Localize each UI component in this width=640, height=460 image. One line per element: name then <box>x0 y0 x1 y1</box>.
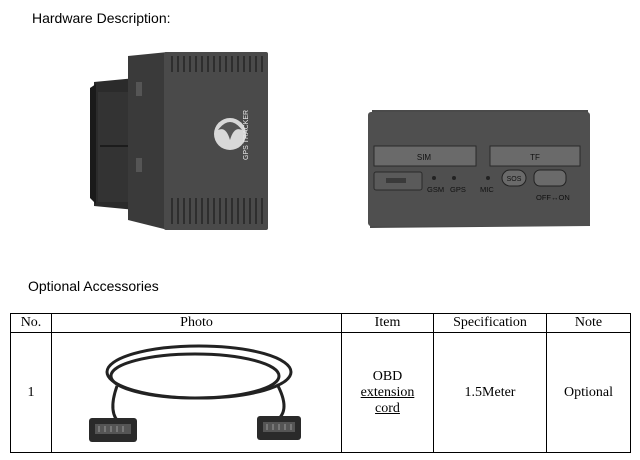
column-header-no: No. <box>10 313 52 333</box>
accessories-table: No. Photo Item Specification Note 1 <box>10 313 631 453</box>
item-name-line: extension <box>360 384 415 400</box>
item-name-line: OBD <box>372 368 403 384</box>
column-header-note: Note <box>546 313 631 333</box>
sim-slot-label: SIM <box>417 153 432 162</box>
mic-label: MIC <box>480 185 494 194</box>
tf-slot-label: TF <box>530 153 540 162</box>
row-number-cell: 1 <box>10 332 52 453</box>
column-header-specification: Specification <box>433 313 547 333</box>
table-header-row: No. Photo Item Specification Note <box>10 313 631 333</box>
column-header-photo: Photo <box>51 313 342 333</box>
column-header-item: Item <box>341 313 434 333</box>
gsm-led-label: GSM <box>427 185 444 194</box>
hardware-description-heading: Hardware Description: <box>32 10 171 26</box>
photo-cell <box>51 332 342 453</box>
gps-tracker-side-image: SIM TF GSM GPS MIC SOS OFF↔ON <box>368 110 590 228</box>
item-cell: OBD extension cord <box>341 332 434 453</box>
gps-tracker-label: GPS TRACKER <box>243 110 250 160</box>
specification-cell: 1.5Meter <box>433 332 547 453</box>
note-cell: Optional <box>546 332 631 453</box>
gps-led-label: GPS <box>450 185 466 194</box>
table-row: 1 <box>10 332 631 453</box>
power-switch-label: OFF↔ON <box>536 193 570 202</box>
gps-tracker-logo-icon <box>214 118 246 150</box>
optional-accessories-heading: Optional Accessories <box>28 278 159 294</box>
sos-button-label: SOS <box>507 176 522 183</box>
gps-tracker-front-image: GPS TRACKER <box>90 52 268 230</box>
obd-extension-cord-image <box>88 344 301 442</box>
item-name-line: cord <box>375 400 400 416</box>
